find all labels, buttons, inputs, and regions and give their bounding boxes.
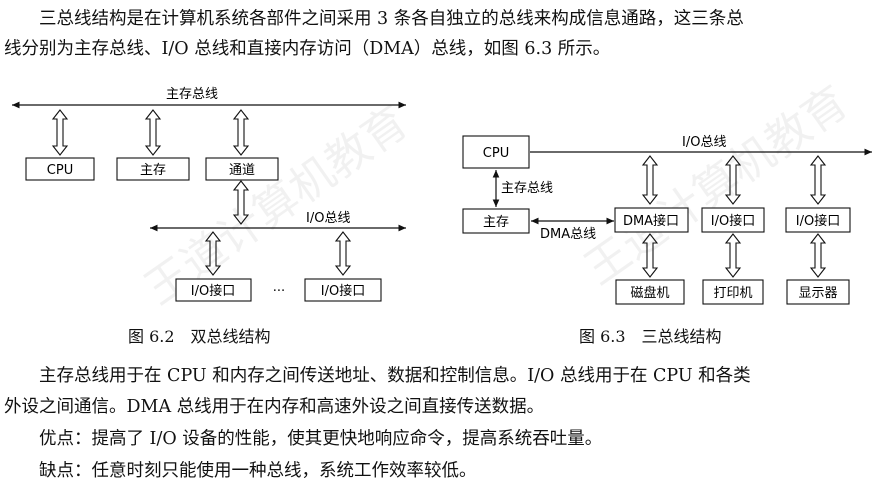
printer-arrow [724,233,742,278]
cpu-box [462,135,530,169]
display-label: 显示器 [798,286,837,301]
memory-label: 主存 [140,163,166,178]
io-bus-label: I/O总线 [682,135,726,150]
disk-box [615,279,685,305]
display-box [786,279,850,305]
io-interface-2-box [304,278,382,302]
channel-label: 通道 [229,163,255,178]
pros-line: 优点：提高了 I/O 设备的性能，使其更快地响应命令，提高系统吞吐量。 [39,429,603,449]
cpu-label: CPU [483,146,509,161]
cpu-label: CPU [47,163,73,178]
dma-bus-label: DMA总线 [540,227,596,242]
description-line2: 外设之间通信。DMA 总线用于在内存和高速外设之间直接传送数据。 [4,397,545,417]
printer-box [702,279,764,305]
cpu-bus-arrow [51,109,69,156]
main-bus-label: 主存总线 [166,87,218,102]
io-interface-1-box [701,207,765,233]
intro-paragraph-line1: 三总线结构是在计算机系统各部件之间采用 3 条各自独立的总线来构成信息通路，这三… [39,9,744,29]
memory-label: 主存 [483,215,509,230]
fig-6-3-caption: 图 6.3 三总线结构 [579,327,722,346]
disk-label: 磁盘机 [630,285,669,301]
disk-arrow [641,233,659,278]
io1-bus-arrow [204,231,222,276]
cpu-box [25,157,95,181]
fig-6-2: 主存总线 CPU 主存 通道 I/O总线 I/O接口 ··· [12,87,406,302]
dma-interface-box [614,207,689,233]
channel-io-arrow [232,180,250,225]
io-interface-2-label: I/O接口 [796,213,840,229]
description-line1: 主存总线用于在 CPU 和内存之间传送地址、数据和控制信息。I/O 总线用于在 … [39,366,751,386]
cons-line: 缺点：任意时刻只能使用一种总线，系统工作效率较低。 [39,461,477,481]
io-bus-label: I/O总线 [306,211,350,226]
io-interface-1-box [175,278,252,302]
channel-box [205,157,279,181]
printer-label: 打印机 [713,286,752,301]
io-if2-arrow [809,155,827,205]
ellipsis: ··· [273,284,285,299]
dma-interface-label: DMA接口 [623,213,679,229]
io2-bus-arrow [334,231,352,276]
io-interface-2-label: I/O接口 [321,283,365,299]
intro-paragraph-line2: 线分别为主存总线、I/O 总线和直接内存访问（DMA）总线，如图 6.3 所示。 [4,39,611,59]
mem-bus-label: 主存总线 [501,181,553,196]
memory-box [116,157,190,181]
memory-box [462,208,530,234]
channel-bus-arrow [232,109,250,156]
io-interface-2-box [785,207,851,233]
io-if1-arrow [724,155,742,205]
memory-bus-arrow [144,109,162,156]
io-interface-1-label: I/O接口 [191,283,235,299]
fig-6-3: CPU I/O总线 主存总线 主存 DMA总线 DMA接口 I/O接口 I/O接 [462,135,872,305]
display-arrow [809,233,827,278]
fig-6-2-caption: 图 6.2 双总线结构 [128,327,271,346]
dma-if-arrow [641,155,659,205]
io-interface-1-label: I/O接口 [711,213,755,229]
